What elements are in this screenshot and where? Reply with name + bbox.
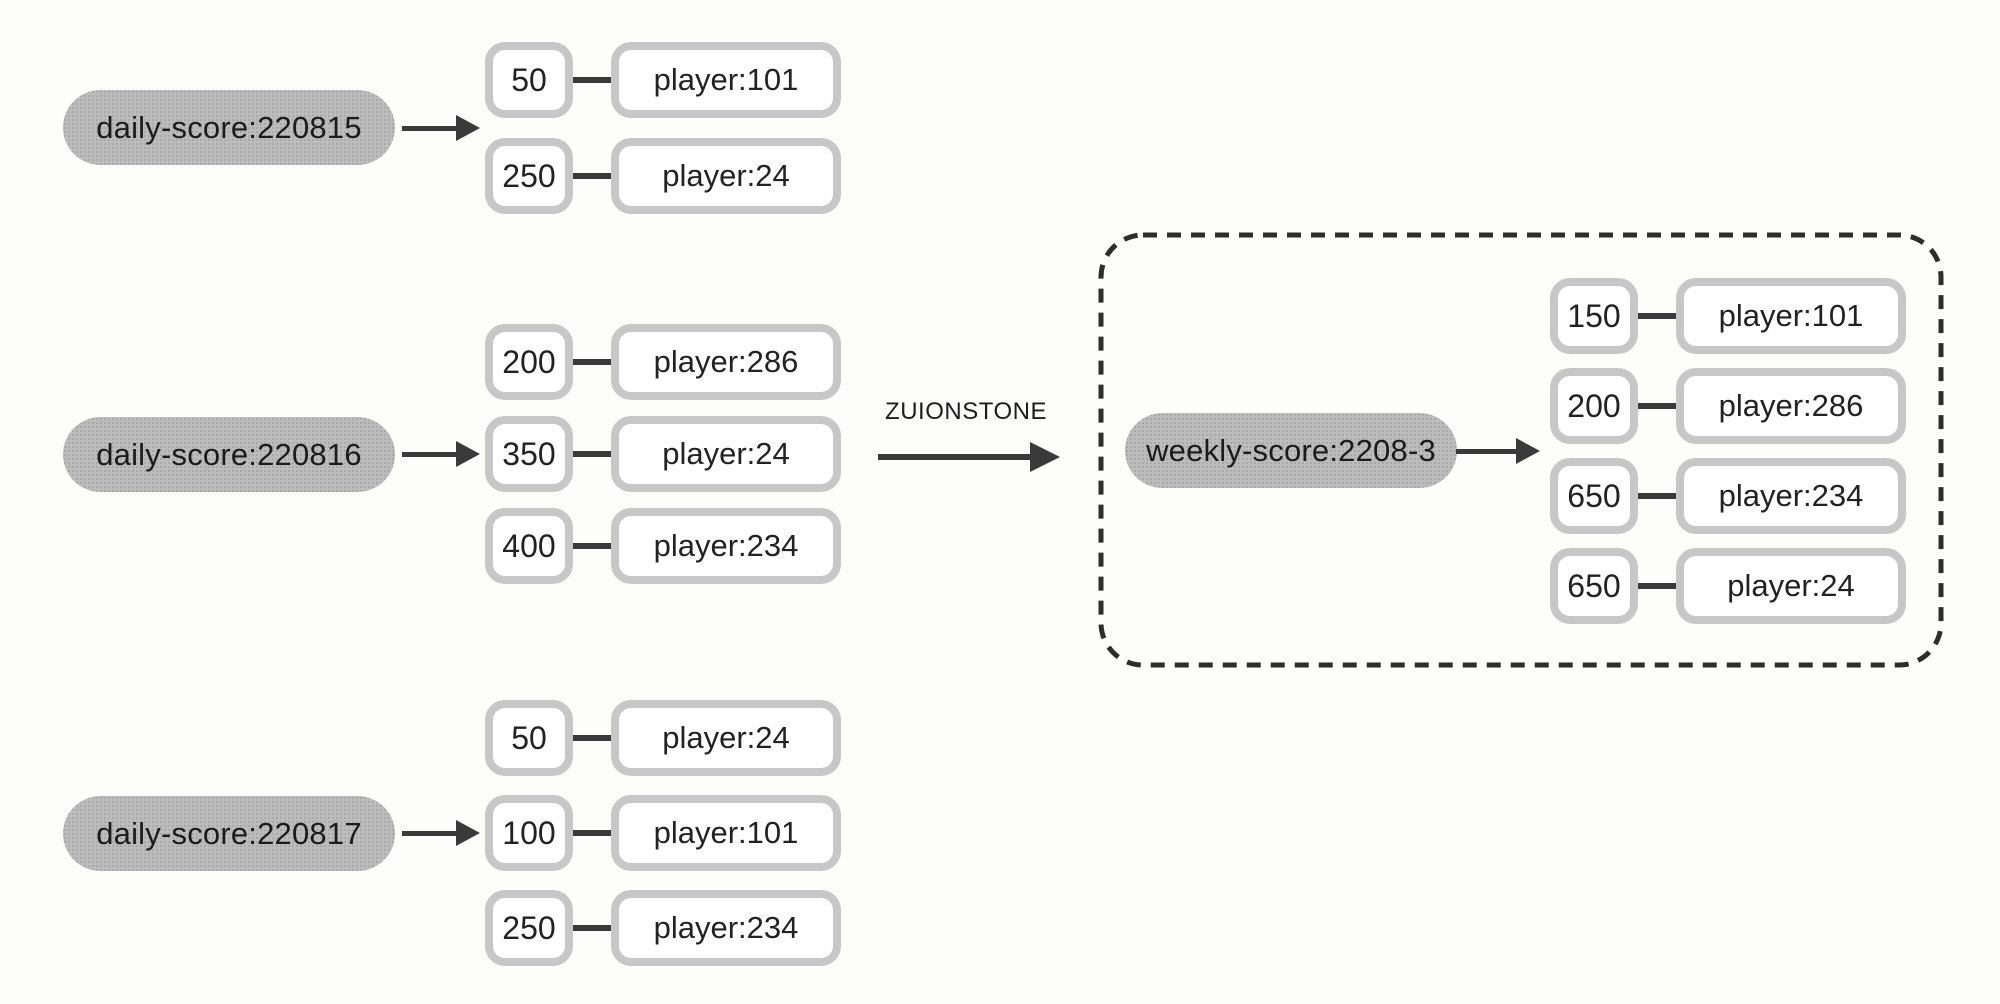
score-value: 650 [1567, 567, 1621, 604]
zunionstore-arrow [878, 442, 1060, 472]
member-box: player:101 [611, 795, 841, 871]
score-member-connector [1638, 313, 1676, 319]
score-value: 50 [511, 61, 547, 98]
scored-member-row: 100 player:101 [485, 795, 841, 871]
scored-member-row: 200 player:286 [1550, 368, 1906, 444]
scored-member-row: 350 player:24 [485, 416, 841, 492]
score-value: 250 [502, 157, 556, 194]
score-member-connector [573, 359, 611, 365]
score-value: 400 [502, 527, 556, 564]
member-value: player:286 [1718, 388, 1864, 423]
score-member-connector [1638, 493, 1676, 499]
daily-set-key-pill: daily-score:220815 [63, 90, 395, 165]
member-value: player:234 [653, 910, 799, 945]
key-to-members-arrow [1456, 438, 1540, 464]
score-member-connector [1638, 403, 1676, 409]
score-value: 650 [1567, 477, 1621, 514]
member-rows: 200 player:286 350 player:24 400 player:… [485, 324, 841, 584]
member-rows: 50 player:24 100 player:101 250 player:2… [485, 700, 841, 966]
score-value: 50 [511, 719, 547, 756]
score-box: 350 [485, 416, 573, 492]
scored-member-row: 400 player:234 [485, 508, 841, 584]
score-member-connector [573, 925, 611, 931]
scored-member-row: 250 player:24 [485, 138, 841, 214]
member-box: player:234 [611, 508, 841, 584]
daily-set-key-pill: daily-score:220816 [63, 417, 395, 492]
arrow-head-icon [1516, 438, 1540, 464]
scored-member-row: 50 player:24 [485, 700, 841, 776]
score-value: 200 [1567, 387, 1621, 424]
member-value: player:101 [653, 62, 799, 97]
scored-member-row: 50 player:101 [485, 42, 841, 118]
key-to-members-arrow [402, 441, 480, 467]
member-box: player:101 [1676, 278, 1906, 354]
arrow-head-icon [1030, 442, 1060, 472]
scored-member-row: 650 player:234 [1550, 458, 1906, 534]
member-box: player:234 [1676, 458, 1906, 534]
arrow-shaft [402, 451, 456, 457]
member-box: player:286 [1676, 368, 1906, 444]
member-value: player:101 [653, 815, 799, 850]
arrow-head-icon [456, 115, 480, 141]
arrow-shaft [878, 454, 1030, 460]
score-value: 250 [502, 909, 556, 946]
member-value: player:234 [653, 528, 799, 563]
scored-member-row: 250 player:234 [485, 890, 841, 966]
member-box: player:24 [611, 700, 841, 776]
member-box: player:101 [611, 42, 841, 118]
score-member-connector [573, 830, 611, 836]
score-box: 100 [485, 795, 573, 871]
score-member-connector [1638, 583, 1676, 589]
arrow-shaft [402, 125, 456, 131]
scored-member-row: 200 player:286 [485, 324, 841, 400]
score-member-connector [573, 543, 611, 549]
score-box: 50 [485, 700, 573, 776]
member-value: player:24 [1727, 568, 1855, 603]
member-value: player:24 [662, 720, 790, 755]
arrow-head-icon [456, 441, 480, 467]
scored-member-row: 150 player:101 [1550, 278, 1906, 354]
member-value: player:101 [1718, 298, 1864, 333]
member-value: player:24 [662, 436, 790, 471]
dashed-border [1098, 232, 1944, 668]
daily-set-key-pill: daily-score:220817 [63, 796, 395, 871]
score-box: 150 [1550, 278, 1638, 354]
score-value: 200 [502, 343, 556, 380]
score-box: 250 [485, 890, 573, 966]
score-value: 350 [502, 435, 556, 472]
scored-member-row: 650 player:24 [1550, 548, 1906, 624]
score-value: 100 [502, 814, 556, 851]
weekly-set-key-pill: weekly-score:2208-3 [1125, 413, 1457, 488]
score-box: 400 [485, 508, 573, 584]
score-box: 650 [1550, 458, 1638, 534]
member-box: player:234 [611, 890, 841, 966]
result-set-dashed-box [1098, 232, 1944, 668]
zunionstore-operation-label: ZUIONSTONE [885, 398, 1047, 425]
member-value: player:234 [1718, 478, 1864, 513]
score-member-connector [573, 735, 611, 741]
member-rows: 150 player:101 200 player:286 650 player… [1550, 278, 1906, 624]
score-box: 200 [485, 324, 573, 400]
score-member-connector [573, 451, 611, 457]
score-box: 50 [485, 42, 573, 118]
score-box: 650 [1550, 548, 1638, 624]
key-to-members-arrow [402, 820, 480, 846]
member-box: player:24 [611, 416, 841, 492]
score-box: 200 [1550, 368, 1638, 444]
member-value: player:24 [662, 158, 790, 193]
arrow-shaft [1456, 448, 1516, 454]
score-member-connector [573, 173, 611, 179]
arrow-head-icon [456, 820, 480, 846]
member-box: player:24 [611, 138, 841, 214]
member-rows: 50 player:101 250 player:24 [485, 42, 841, 214]
arrow-shaft [402, 830, 456, 836]
member-box: player:24 [1676, 548, 1906, 624]
member-value: player:286 [653, 344, 799, 379]
key-to-members-arrow [402, 115, 480, 141]
score-value: 150 [1567, 297, 1621, 334]
member-box: player:286 [611, 324, 841, 400]
score-box: 250 [485, 138, 573, 214]
score-member-connector [573, 77, 611, 83]
